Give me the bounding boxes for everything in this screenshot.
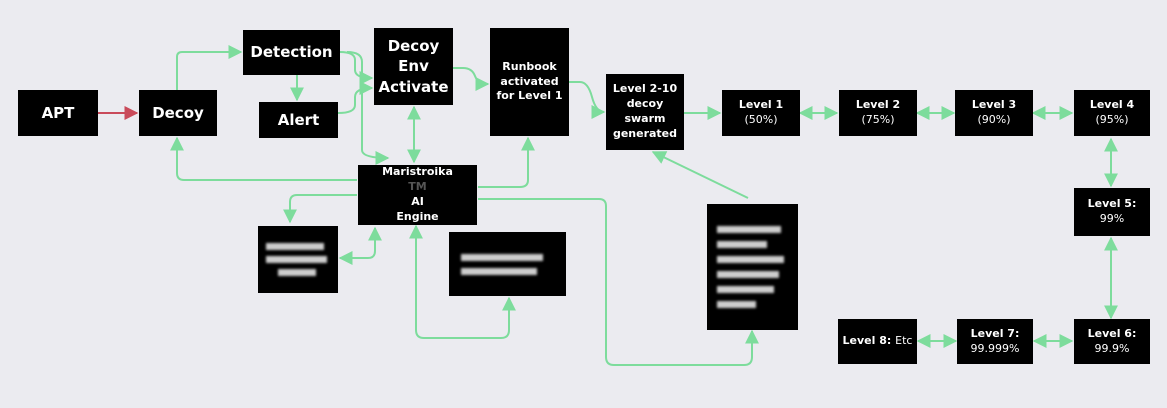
- runbook-line-2: activated: [500, 74, 559, 88]
- arrow-engine-blurred-b: [409, 224, 516, 339]
- node-level8: Level 8: Etc: [838, 319, 917, 364]
- runbook-line-1: Runbook: [502, 59, 557, 73]
- engine-ai: AI: [411, 195, 424, 208]
- redacted-line: [266, 256, 327, 263]
- level5-title: Level 5:: [1087, 197, 1137, 211]
- swarm-line-4: generated: [612, 126, 678, 140]
- redacted-box-middle: [449, 232, 566, 296]
- redacted-line: [717, 301, 757, 308]
- node-runbook: Runbook activated for Level 1: [490, 28, 569, 136]
- node-apt: APT: [18, 90, 98, 136]
- runbook-line-3: for Level 1: [496, 89, 563, 103]
- engine-line-2: Engine: [396, 209, 439, 223]
- redacted-line: [461, 267, 538, 275]
- redacted-line: [461, 253, 543, 261]
- arrow-decoy-env-to-runbook: [453, 67, 490, 91]
- level1-title: Level 1: [738, 98, 784, 112]
- level4-title: Level 4: [1089, 98, 1135, 112]
- node-level6: Level 6: 99.9%: [1074, 319, 1150, 364]
- level7-value: 99.999%: [970, 341, 1020, 355]
- redacted-line: [717, 286, 774, 293]
- level4-value: (95%): [1095, 113, 1129, 126]
- node-apt-label: APT: [41, 103, 75, 122]
- level2-title: Level 2: [855, 98, 901, 112]
- arrow-detection-to-engine: [346, 51, 390, 165]
- decoy-env-line-3: Activate: [378, 77, 449, 96]
- level7-title: Level 7:: [970, 326, 1020, 340]
- arrow-engine-to-decoy: [170, 136, 357, 181]
- swarm-line-1: Level 2-10: [612, 82, 678, 96]
- engine-trademark: TM: [408, 180, 427, 194]
- node-alert: Alert: [259, 102, 338, 138]
- node-decoy: Decoy: [139, 90, 217, 136]
- decoy-env-line-1: Decoy: [387, 37, 440, 56]
- node-decoy-env-activate: Decoy Env Activate: [374, 28, 453, 105]
- arrow-blurred-c-to-swarm: [651, 151, 749, 199]
- arrow-alert-to-decoy-env: [337, 81, 374, 114]
- arrow-detection-to-decoy-env: [339, 51, 374, 85]
- engine-name: Maristroika: [382, 165, 453, 179]
- level8-line: Level 8: Etc: [843, 334, 913, 349]
- redacted-line: [717, 226, 781, 233]
- swarm-line-3: swarm: [624, 112, 666, 125]
- node-alert-label: Alert: [277, 110, 320, 129]
- node-level2: Level 2 (75%): [839, 90, 917, 136]
- level2-value: (75%): [861, 113, 895, 126]
- decoy-env-line-2: Env: [398, 57, 429, 76]
- arrow-runbook-to-swarm: [569, 81, 606, 119]
- redacted-line: [717, 256, 785, 263]
- level8-value: Etc: [895, 334, 913, 348]
- node-decoy-label: Decoy: [152, 103, 204, 122]
- arrow-engine-to-blurred-a-top: [283, 194, 357, 224]
- arrow-engine-to-runbook: [478, 136, 535, 188]
- node-detection-label: Detection: [250, 43, 333, 62]
- node-level5: Level 5: 99%: [1074, 188, 1150, 236]
- node-detection: Detection: [243, 30, 340, 75]
- node-level7: Level 7: 99.999%: [957, 319, 1033, 364]
- level3-value: (90%): [977, 113, 1011, 126]
- level8-title: Level 8:: [842, 334, 892, 348]
- arrow-engine-to-blurred-c: [478, 198, 759, 366]
- redacted-line: [717, 271, 780, 278]
- node-level4: Level 4 (95%): [1074, 90, 1150, 136]
- redacted-box-left: [258, 226, 338, 293]
- arrow-decoy-to-detection: [176, 45, 243, 92]
- redacted-box-right: [707, 204, 798, 330]
- redacted-line: [717, 241, 767, 248]
- node-level1: Level 1 (50%): [722, 90, 800, 136]
- node-swarm: Level 2-10 decoy swarm generated: [606, 74, 684, 150]
- redacted-line: [266, 243, 324, 250]
- level3-title: Level 3: [971, 98, 1017, 112]
- swarm-line-2: decoy: [626, 97, 664, 111]
- redacted-line: [277, 269, 316, 276]
- node-level3: Level 3 (90%): [955, 90, 1033, 136]
- level6-value: 99.9%: [1094, 341, 1130, 355]
- level1-value: (50%): [744, 113, 778, 126]
- level6-title: Level 6:: [1087, 326, 1137, 340]
- level5-value: 99%: [1099, 212, 1125, 225]
- arrow-blurred-a-engine: [338, 226, 382, 265]
